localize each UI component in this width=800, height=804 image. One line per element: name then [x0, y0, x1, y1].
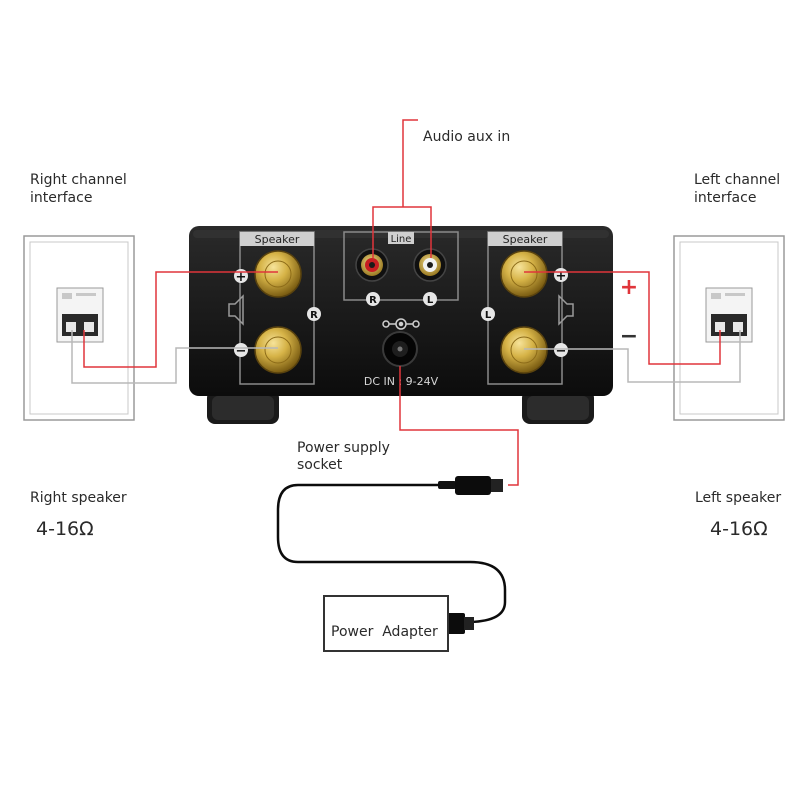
right-speaker-label: Right speaker	[30, 490, 127, 506]
right-speaker	[23, 235, 135, 421]
power-supply-label-line2: socket	[297, 457, 343, 473]
rca-jack-right	[355, 248, 389, 282]
minus-badge-right: −	[556, 344, 567, 359]
amplifier-body	[189, 226, 613, 396]
power-socket-leader	[399, 366, 519, 486]
line-input-panel	[343, 231, 459, 301]
speaker-panel-right-title: Speaker	[503, 233, 548, 246]
right-impedance-label: 4-16Ω	[36, 518, 94, 540]
channel-l-badge: L	[485, 310, 492, 321]
speaker-symbol-icon	[558, 294, 574, 326]
minus-badge-left: −	[236, 344, 247, 359]
left-speaker-negative-wire	[524, 330, 741, 383]
right-speaker-positive-wire	[83, 271, 278, 368]
right-positive-binding-post	[500, 250, 548, 298]
left-channel-label-line2: interface	[694, 190, 757, 206]
dc-in-label: DC IN : 9-24V	[364, 375, 439, 388]
adapter-plug	[447, 613, 474, 634]
right-negative-binding-post	[500, 326, 548, 374]
left-speaker	[673, 235, 785, 421]
dc-polarity-icon	[382, 318, 420, 330]
line-panel-title: Line	[391, 234, 412, 245]
line-l-badge: L	[427, 295, 434, 306]
speaker-symbol-icon	[228, 294, 244, 326]
right-channel-label-line1: Right channel	[30, 172, 127, 188]
line-r-badge: R	[369, 295, 377, 306]
plus-badge-left: +	[236, 270, 247, 285]
left-channel-label-line1: Left channel	[694, 172, 781, 188]
right-channel-label-line2: interface	[30, 190, 93, 206]
right-speaker-negative-wire	[71, 330, 278, 384]
audio-aux-in-label: Audio aux in	[423, 129, 511, 145]
plus-badge-right: +	[556, 269, 567, 284]
left-positive-binding-post	[254, 250, 302, 298]
speaker-panel-left-title: Speaker	[255, 233, 300, 246]
polarity-plus: +	[620, 275, 638, 300]
left-speaker-label: Left speaker	[695, 490, 782, 506]
channel-r-badge: R	[310, 310, 318, 321]
power-adapter-box	[323, 595, 449, 652]
left-speaker-terminal-plate	[705, 287, 753, 343]
left-speaker-positive-wire	[524, 271, 721, 365]
rca-jack-left	[413, 248, 447, 282]
left-impedance-label: 4-16Ω	[710, 518, 768, 540]
amplifier: + − + − R L R L	[189, 226, 613, 424]
dc-plug	[438, 476, 503, 495]
power-cable	[276, 483, 507, 624]
left-negative-binding-post	[254, 326, 302, 374]
right-speaker-terminal-plate	[56, 287, 104, 343]
minus-badge-icon	[234, 343, 248, 357]
minus-badge-icon	[554, 343, 568, 357]
audio-aux-leader	[372, 119, 432, 258]
dc-power-jack	[382, 331, 418, 367]
power-adapter-label: Power Adapter	[331, 624, 438, 640]
polarity-minus: −	[620, 324, 638, 349]
power-supply-label-line1: Power supply	[297, 440, 390, 456]
